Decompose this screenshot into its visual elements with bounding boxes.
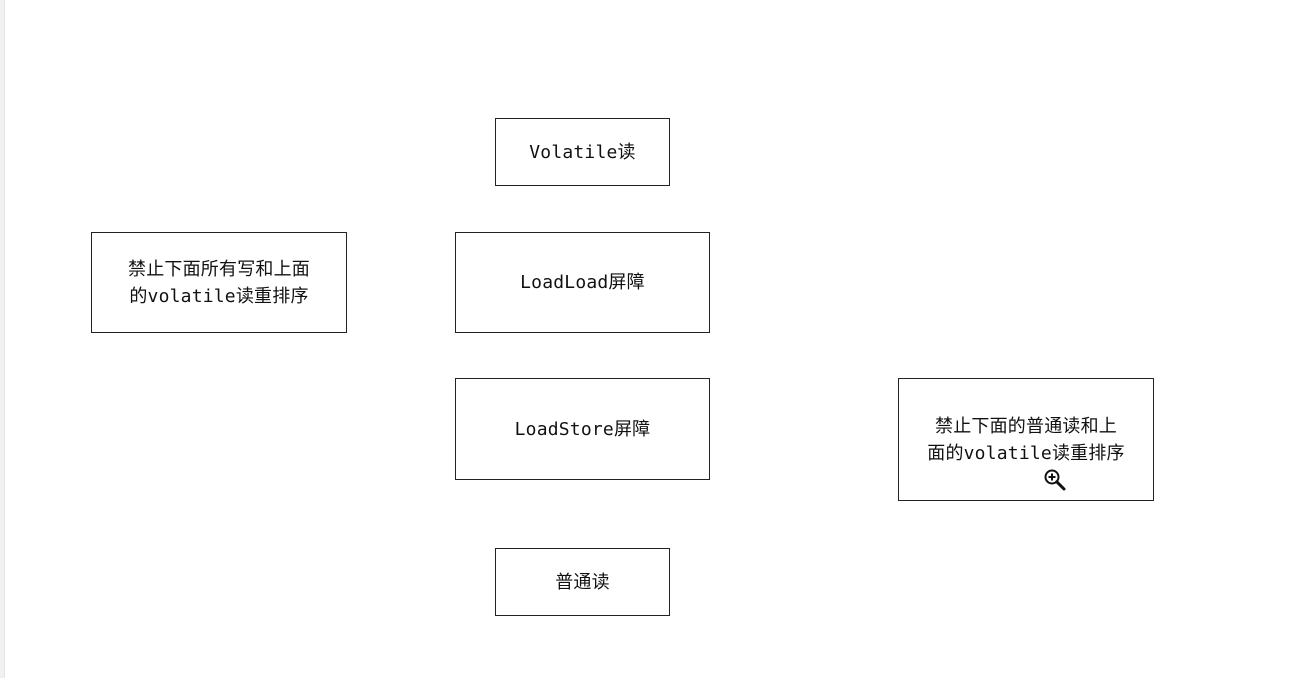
loadstore-barrier-label: LoadStore屏障 (514, 418, 651, 440)
page-left-edge (0, 0, 5, 678)
loadstore-note: 禁止下面的普通读和上 面的volatile读重排序 (898, 378, 1154, 501)
normal-read-node: 普通读 (495, 548, 670, 616)
zoom-in-icon (1044, 469, 1066, 491)
loadload-barrier-node: LoadLoad屏障 (455, 232, 710, 333)
loadstore-barrier-node: LoadStore屏障 (455, 378, 710, 480)
volatile-read-node: Volatile读 (495, 118, 670, 186)
loadload-note: 禁止下面所有写和上面 的volatile读重排序 (91, 232, 347, 333)
loadstore-note-text: 禁止下面的普通读和上 面的volatile读重排序 (927, 413, 1125, 467)
loadload-barrier-label: LoadLoad屏障 (520, 272, 645, 293)
volatile-read-label: Volatile读 (529, 141, 636, 163)
loadstore-note-line-1: 禁止下面的普通读和上 (935, 415, 1117, 437)
loadload-note-line-2: 的volatile读重排序 (129, 285, 309, 307)
loadstore-note-line-2: 面的volatile读重排序 (927, 442, 1125, 464)
loadload-note-line-1: 禁止下面所有写和上面 (128, 258, 310, 280)
normal-read-label: 普通读 (555, 571, 610, 593)
loadload-note-text: 禁止下面所有写和上面 的volatile读重排序 (128, 256, 310, 310)
